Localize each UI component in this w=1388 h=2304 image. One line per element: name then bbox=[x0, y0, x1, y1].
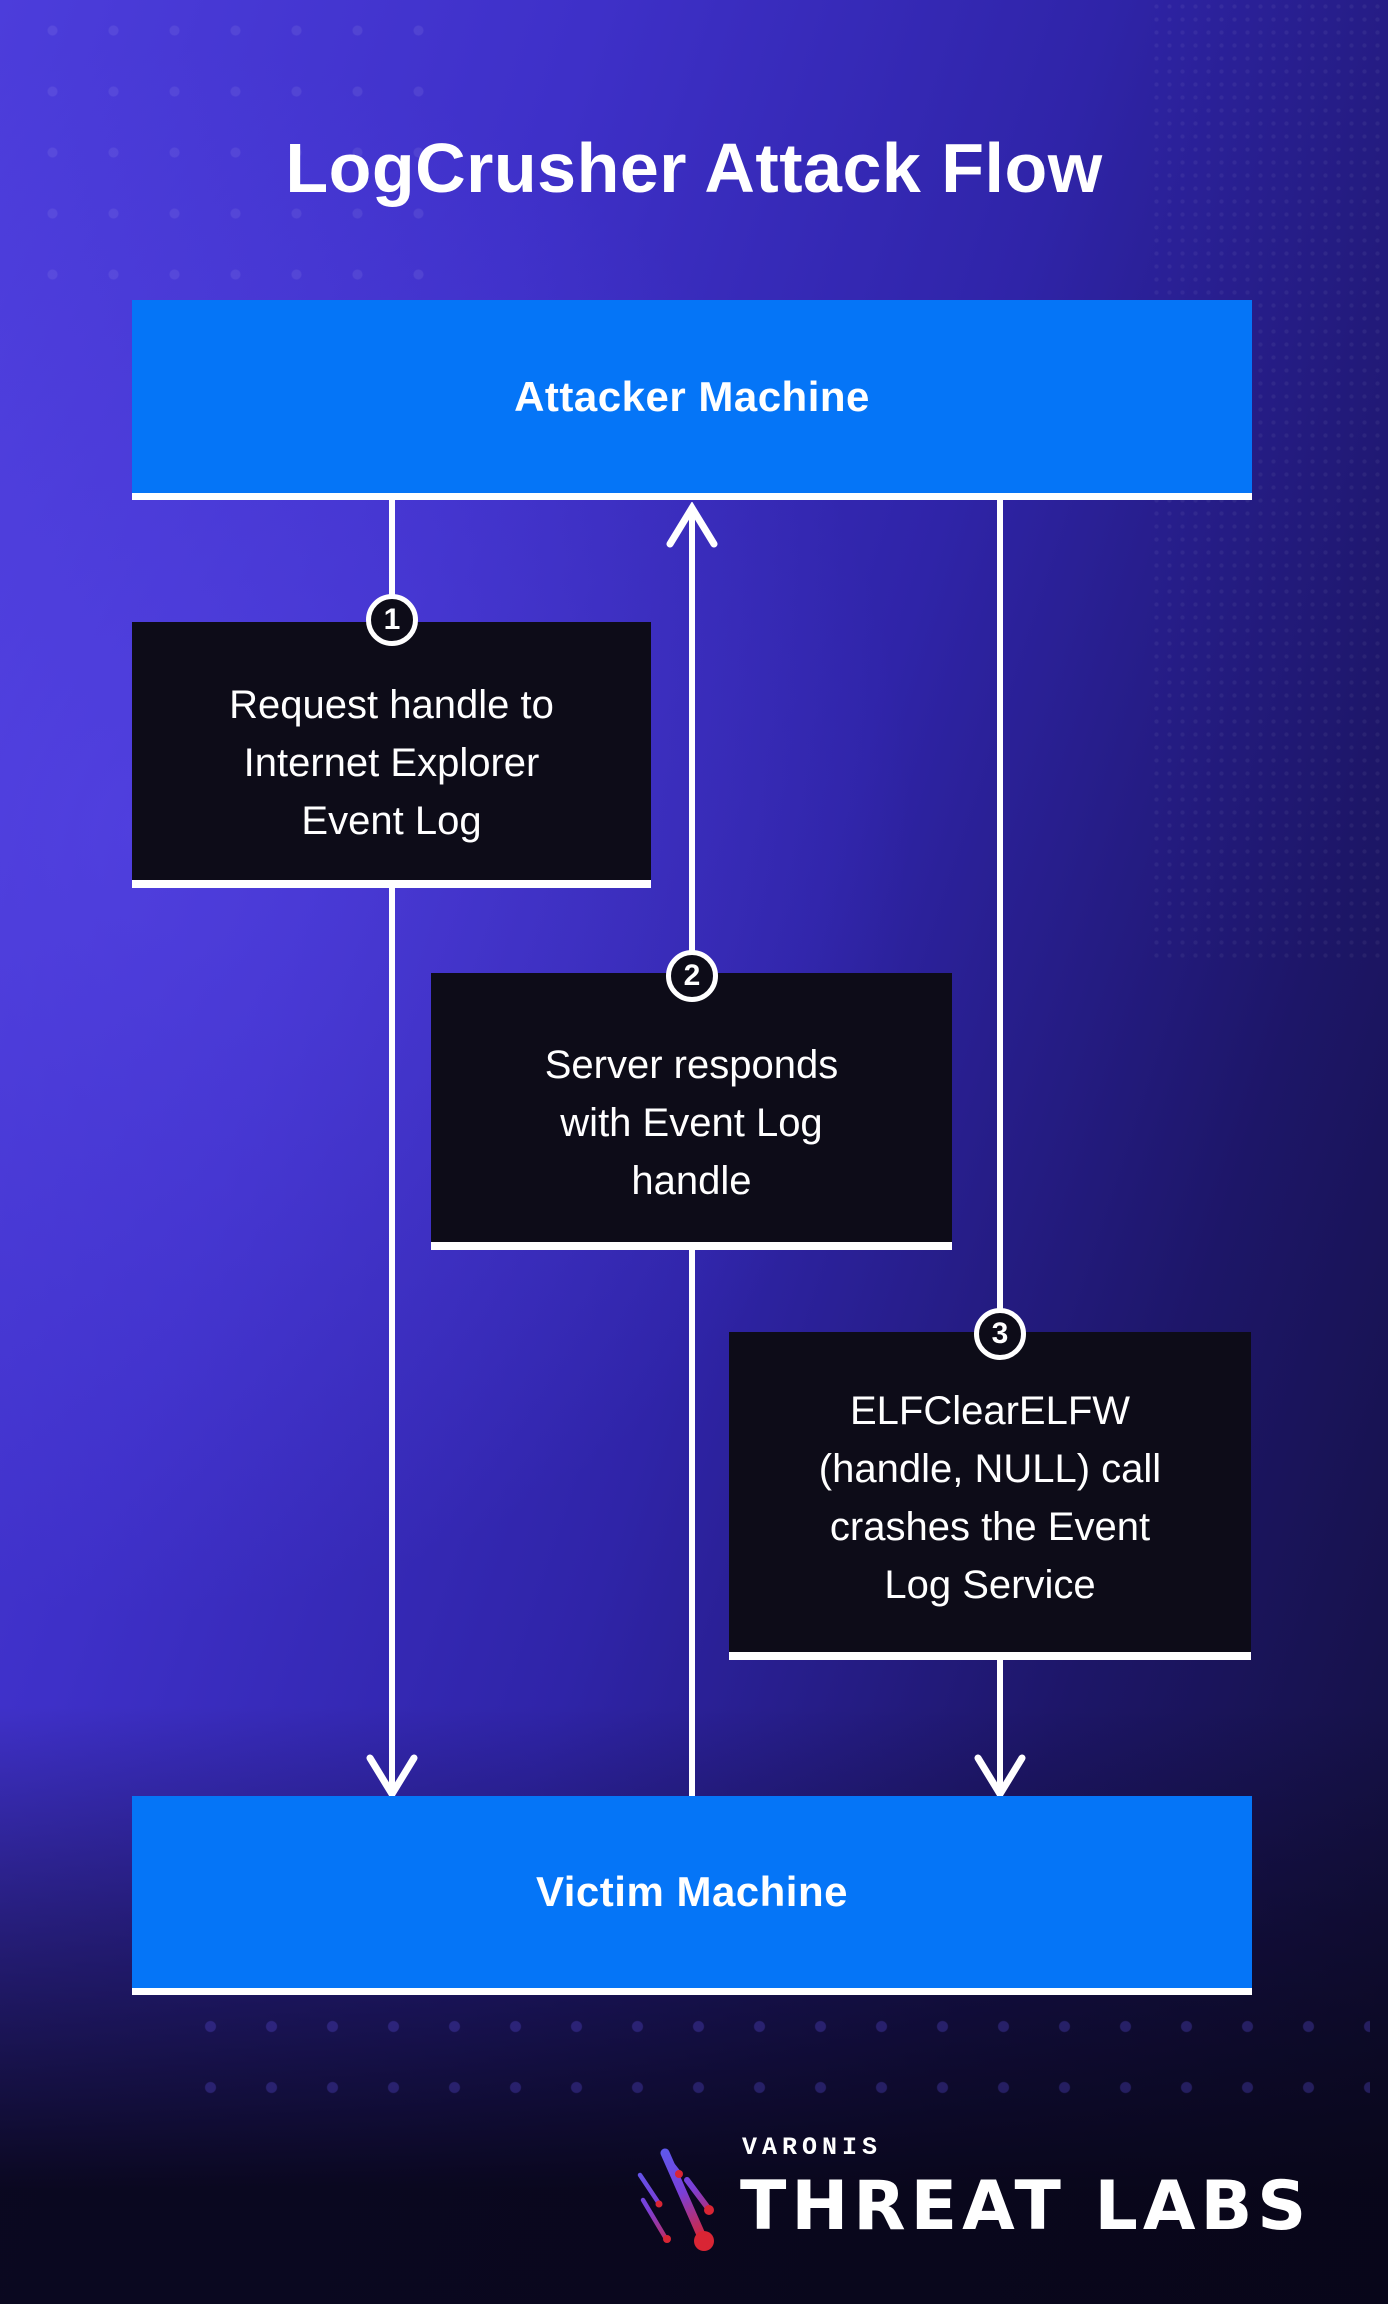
attacker-machine-label: Attacker Machine bbox=[514, 372, 870, 420]
crash-arrow-line bbox=[997, 500, 1003, 1796]
step-2-box: Server responds with Event Log handle bbox=[431, 973, 952, 1250]
attacker-machine-bar: Attacker Machine bbox=[132, 300, 1252, 500]
victim-machine-label: Victim Machine bbox=[536, 1868, 848, 1915]
step-3-box: ELFClearELFW (handle, NULL) call crashes… bbox=[729, 1332, 1251, 1660]
step-1-box: Request handle to Internet Explorer Even… bbox=[132, 622, 651, 888]
comet-icon bbox=[637, 2148, 714, 2251]
brand-name: VARONIS bbox=[742, 2133, 883, 2162]
step-3-badge: 3 bbox=[974, 1308, 1026, 1360]
varonis-threat-labs-logo: VARONIS THREAT LABS bbox=[630, 2115, 1370, 2275]
step-3-text: ELFClearELFW (handle, NULL) call crashes… bbox=[818, 1389, 1162, 1607]
step-1-badge: 1 bbox=[366, 594, 418, 646]
arrowhead-down-icon bbox=[974, 1754, 1026, 1800]
step-2-number: 2 bbox=[683, 959, 701, 992]
brand-unit: THREAT LABS bbox=[740, 2167, 1312, 2246]
step-1-number: 1 bbox=[383, 603, 401, 636]
step-1-text: Request handle to Internet Explorer Even… bbox=[229, 683, 554, 843]
step-2-badge: 2 bbox=[666, 950, 718, 1002]
arrowhead-up-icon bbox=[666, 502, 718, 548]
arrowhead-down-icon bbox=[366, 1754, 418, 1800]
step-2-text: Server responds with Event Log handle bbox=[544, 1042, 839, 1203]
request-arrow-line bbox=[389, 500, 395, 1796]
step-3-number: 3 bbox=[991, 1317, 1009, 1350]
dot-pattern-bottom bbox=[170, 1996, 1370, 2121]
page-title: LogCrusher Attack Flow bbox=[285, 129, 1103, 207]
victim-machine-bar: Victim Machine bbox=[132, 1796, 1252, 1995]
